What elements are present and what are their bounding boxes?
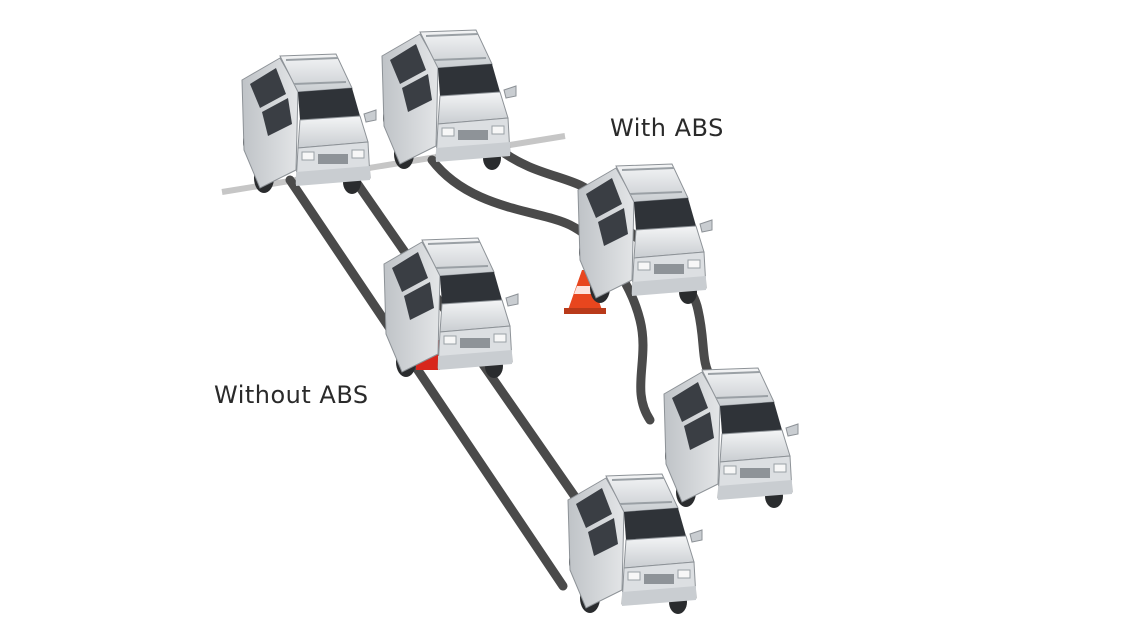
suv-car-icon [381,29,517,171]
with-abs-label: With ABS [610,114,724,142]
suv-car-icon [663,367,799,509]
suv-car-icon [241,53,377,195]
suv-car-icon [383,237,519,379]
suv-car-icon [577,163,713,305]
without-abs-label: Without ABS [214,381,369,409]
